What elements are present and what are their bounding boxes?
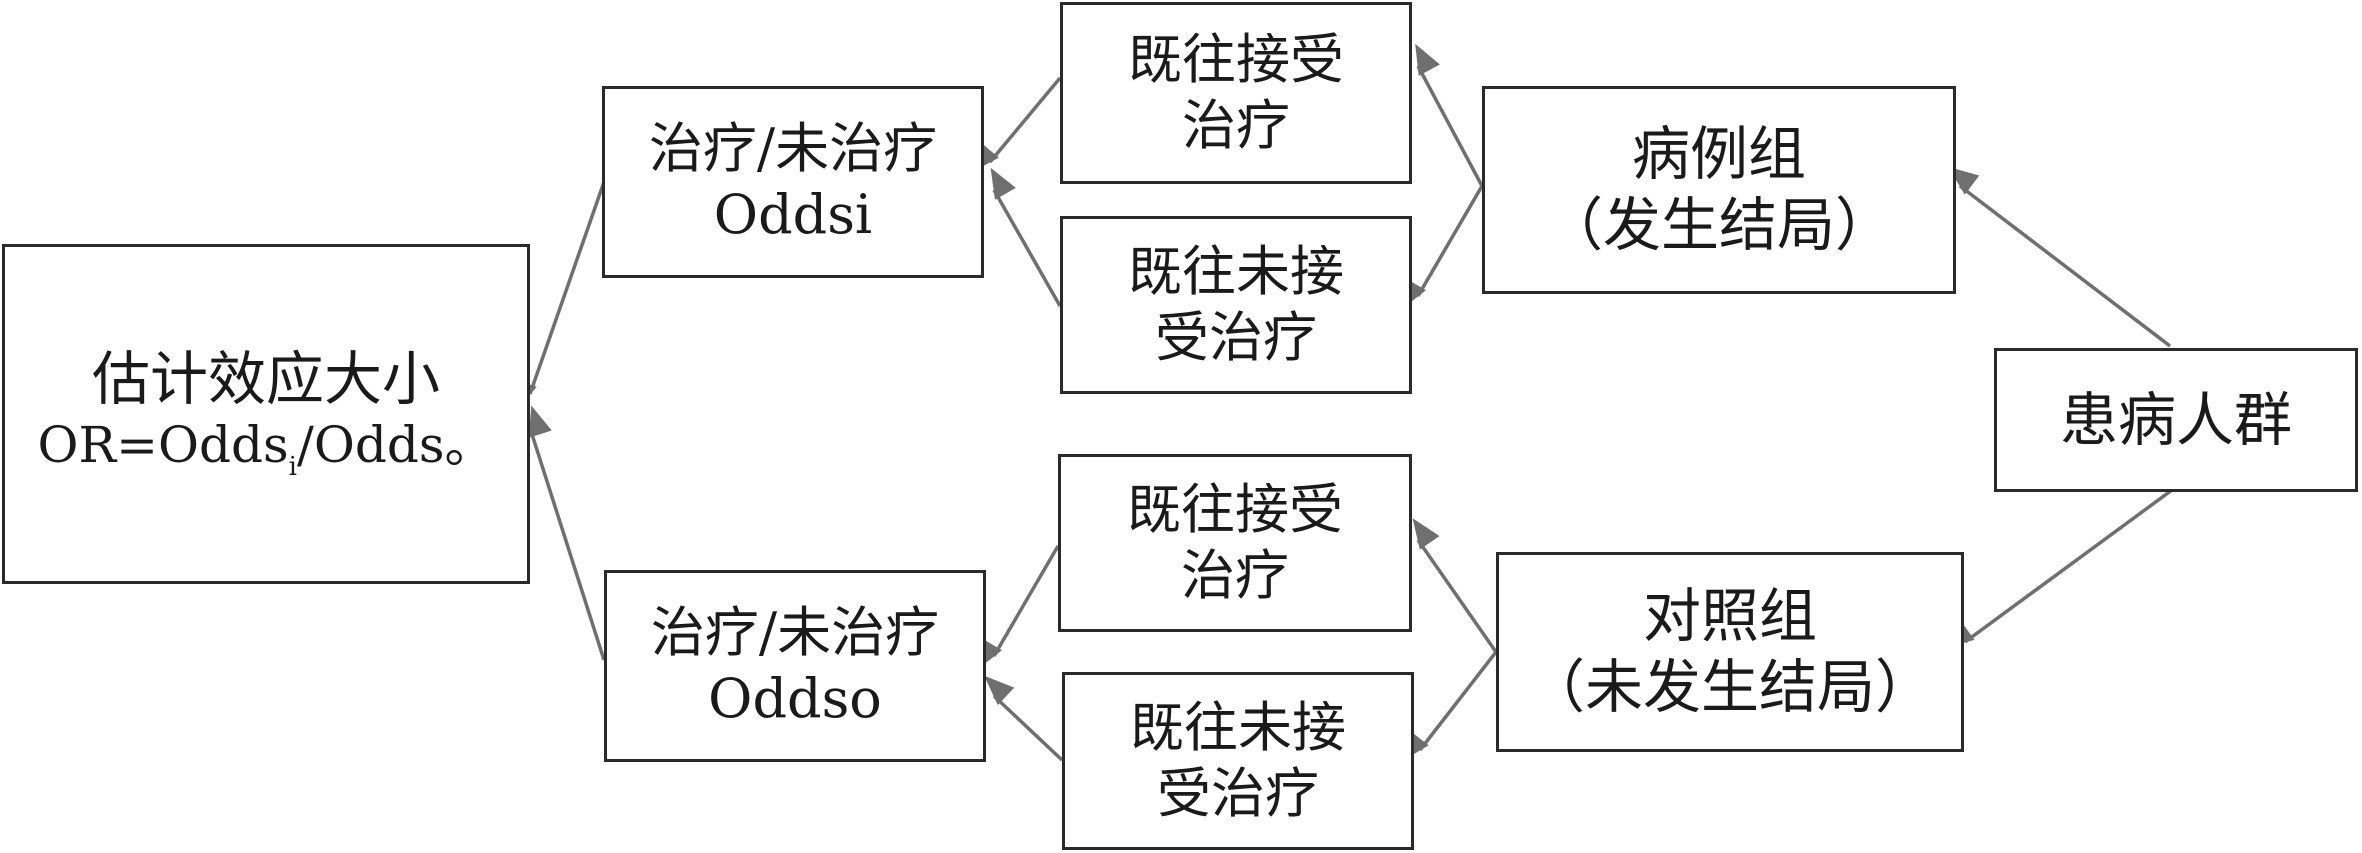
arrow-control-to-lt-untreated xyxy=(1400,650,1498,762)
lower-ratio-box: 治疗/未治疗 Oddso xyxy=(604,570,986,762)
lower-untreated-box: 既往未接 受治疗 xyxy=(1062,672,1414,850)
arrow-population-to-case xyxy=(1948,166,2172,348)
arrow-lt-untreated-to-lower-ratio xyxy=(984,675,1064,762)
formula-part-a: OR=Odds xyxy=(37,416,289,475)
arrow-case-to-ut-treated xyxy=(1415,43,1484,187)
control-group-note: （未发生结局） xyxy=(1526,653,1933,721)
arrow-lt-treated-to-lower-ratio xyxy=(976,545,1060,671)
upper-untreated-box: 既往未接 受治疗 xyxy=(1060,216,1412,394)
lower-treated-box: 既往接受 治疗 xyxy=(1058,454,1412,632)
upper-treated-line2: 治疗 xyxy=(1182,94,1290,157)
population-label: 患病人群 xyxy=(2059,385,2292,454)
arrow-lower-ratio-to-estimate xyxy=(528,405,606,661)
arrow-population-to-control xyxy=(1943,488,2174,648)
arrow-ut-treated-to-upper-ratio xyxy=(970,76,1062,174)
odds-ratio-formula: OR=Oddsi/Odds。 xyxy=(37,415,494,484)
upper-untreated-line1: 既往未接 xyxy=(1128,240,1344,304)
control-group-box: 对照组 （未发生结局） xyxy=(1496,552,1964,752)
lower-treated-line2: 治疗 xyxy=(1181,544,1289,607)
estimate-box: 估计效应大小 OR=Oddsi/Odds。 xyxy=(2,244,530,584)
upper-ratio-box: 治疗/未治疗 Oddsi xyxy=(602,86,984,278)
arrow-ut-untreated-to-upper-ratio xyxy=(990,167,1062,307)
formula-subscript: i xyxy=(288,452,297,483)
upper-untreated-line2: 受治疗 xyxy=(1155,306,1317,369)
population-box: 患病人群 xyxy=(1994,348,2358,492)
lower-ratio-label: 治疗/未治疗 xyxy=(650,601,940,665)
upper-treated-line1: 既往接受 xyxy=(1128,28,1344,92)
lower-untreated-line2: 受治疗 xyxy=(1157,762,1319,825)
arrow-case-to-ut-untreated xyxy=(1400,185,1484,311)
estimate-title: 估计效应大小 xyxy=(91,345,440,414)
upper-ratio-label: 治疗/未治疗 xyxy=(648,117,938,181)
case-group-note: （发生结局） xyxy=(1544,191,1893,259)
case-group-title: 病例组 xyxy=(1631,120,1806,189)
arrow-upper-ratio-to-estimate xyxy=(514,181,606,412)
lower-ratio-odds: Oddso xyxy=(708,667,882,730)
case-group-box: 病例组 （发生结局） xyxy=(1482,86,1956,294)
lower-untreated-line1: 既往未接 xyxy=(1130,696,1346,760)
lower-treated-line1: 既往接受 xyxy=(1127,478,1343,542)
upper-treated-box: 既往接受 治疗 xyxy=(1060,2,1412,184)
arrow-control-to-lt-treated xyxy=(1412,518,1498,654)
upper-ratio-odds: Oddsi xyxy=(713,183,873,246)
control-group-title: 对照组 xyxy=(1642,582,1817,651)
formula-part-c: 。 xyxy=(444,416,495,475)
formula-part-b: /Odds xyxy=(297,416,445,475)
